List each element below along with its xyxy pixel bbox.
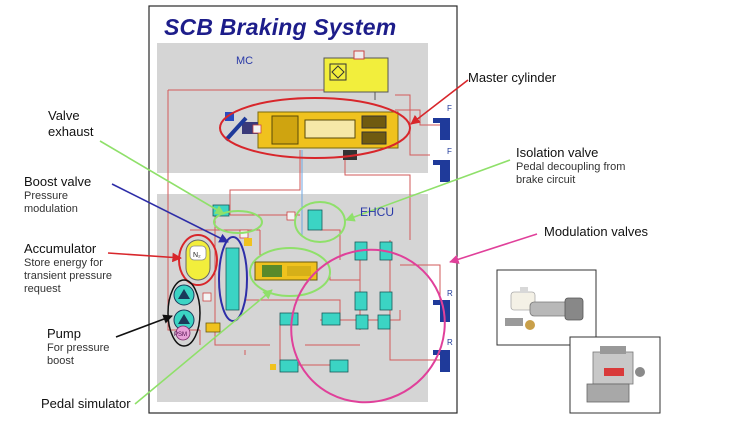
pressure-sensors: [202, 124, 296, 302]
label-isolation-valve: Isolation valve: [516, 145, 599, 160]
mod-valve-8: [329, 359, 349, 373]
arrow-boost-valve: [111, 183, 229, 243]
valve-group: [212, 204, 393, 373]
label-accumulator-desc-1: Store energy for: [24, 257, 103, 269]
mod-valve-4: [379, 291, 393, 311]
valve-exhaust-highlight: [213, 210, 263, 234]
boost-valve-highlight: [218, 236, 248, 322]
reservoir: [323, 50, 389, 100]
wheel-tag-r1: R: [447, 289, 453, 298]
master-cylinder-body: [224, 111, 399, 160]
product-photo-modulator: [569, 336, 661, 414]
label-modulation-valves: Modulation valves: [544, 224, 649, 239]
label-boost-valve-desc-2: modulation: [24, 203, 78, 215]
label-pump-desc-2: boost: [47, 355, 74, 367]
mod-valve-3: [354, 291, 368, 311]
label-pump-desc-1: For pressure: [47, 342, 110, 354]
wheel-brake-rl: [433, 300, 450, 322]
label-accumulator: Accumulator: [24, 241, 97, 256]
wheel-tag-r2: R: [447, 338, 453, 347]
arrow-pedal-simulator: [134, 289, 273, 405]
wheel-brake-fl: [433, 118, 450, 140]
wheel-brake-fr: [433, 160, 450, 182]
master-cylinder-highlight: [219, 97, 411, 159]
label-isolation-desc-1: Pedal decoupling from: [516, 161, 626, 173]
arrow-accumulator: [107, 252, 182, 263]
label-boost-valve-desc-1: Pressure: [24, 190, 69, 202]
accumulator-gas-tag: N₂: [193, 252, 201, 259]
isolation-highlight: [294, 201, 346, 243]
product-photo-master-cylinder: [496, 269, 597, 346]
wheel-tag-f2: F: [447, 147, 452, 156]
diagram-title: SCB Braking System: [164, 14, 397, 40]
arrow-isolation: [345, 159, 511, 222]
label-valve-exhaust-1: Valve: [48, 108, 80, 123]
region-label-mc: MC: [236, 55, 254, 67]
pump-highlight: [167, 279, 201, 347]
label-valve-exhaust-2: exhaust: [48, 124, 94, 139]
pedal-sim-highlight: [249, 247, 331, 297]
label-accumulator-desc-3: request: [24, 283, 61, 295]
accumulator-body: N₂: [185, 239, 211, 281]
arrow-master-cylinder: [410, 79, 469, 125]
boost-valve-body: [225, 247, 240, 311]
wheel-tag-f1: F: [447, 104, 452, 113]
arrow-valve-exhaust: [99, 140, 225, 215]
label-accumulator-desc-2: transient pressure: [24, 270, 113, 282]
misc-components: [205, 238, 276, 370]
pump-body: PSM: [173, 284, 195, 341]
mod-valve-6: [321, 312, 341, 326]
label-pump: Pump: [47, 326, 81, 341]
wheel-brake-rr: [433, 350, 450, 372]
label-pedal-simulator: Pedal simulator: [41, 396, 131, 411]
arrow-pump: [115, 314, 173, 338]
pedal-simulator-body: [254, 261, 318, 281]
arrow-modulation: [449, 233, 538, 264]
pump-motor-tag: PSM: [174, 332, 187, 338]
mod-valve-7: [279, 359, 299, 373]
label-isolation-desc-2: brake circuit: [516, 174, 576, 186]
isolation-valve: [307, 209, 323, 231]
region-label-ehcu: EHCU: [360, 205, 395, 219]
modulation-highlight: [290, 248, 446, 404]
mod-valve-5: [279, 312, 299, 326]
mod-valve-9: [355, 314, 369, 330]
mod-valve-10: [377, 314, 391, 330]
label-master-cylinder: Master cylinder: [468, 70, 557, 85]
label-boost-valve: Boost valve: [24, 174, 92, 189]
